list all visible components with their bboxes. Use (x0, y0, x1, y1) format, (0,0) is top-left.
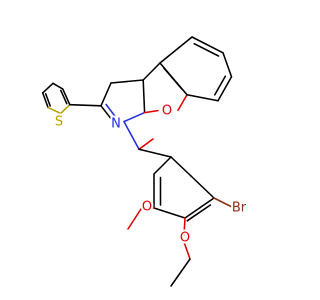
aryl-substituent (127, 148, 233, 287)
aryl-ring-bond (170, 156, 192, 177)
pyrazoline-double-bond (105, 103, 116, 117)
pyrazoline-bond (142, 79, 146, 114)
aryl-ring-bond (184, 197, 215, 219)
benzene-double-bond (193, 42, 220, 57)
oxazine-bond (177, 94, 188, 112)
atom-labels: S O N Br O O (53, 102, 249, 248)
thiophene-bond (41, 82, 54, 94)
bond-thiophene-to-pyrazoline (69, 103, 102, 107)
bromine-label: Br (232, 201, 247, 216)
benzene-bond (186, 94, 219, 102)
thiophene-ring (41, 82, 71, 115)
aryl-ring-bond (190, 175, 215, 199)
aryl-ring-bond (153, 156, 172, 175)
benzene-double-bond (163, 67, 183, 90)
pyrazoline-bond (100, 82, 112, 107)
ethoxy-oxygen-bond (183, 217, 186, 236)
benzene-double-bond (214, 75, 227, 96)
methoxy-bond (127, 208, 142, 230)
benzene-bond (222, 52, 233, 78)
oxazine-bond (143, 109, 159, 114)
ring-fusion-bond (142, 62, 161, 81)
thiophene-bond (62, 88, 71, 106)
bromine-bond (213, 197, 233, 208)
pyrazoline-bond (110, 79, 144, 84)
benzene-bond (159, 36, 193, 64)
methoxy-oxygen-label: O (142, 200, 152, 215)
nitrogen-label: N (111, 117, 121, 132)
thiophene-bond (44, 93, 51, 107)
oxazine-bond (138, 138, 154, 151)
thiophene-bond (47, 106, 62, 115)
aryl-ring-bond (153, 207, 186, 219)
pyrazoline-double-bond (100, 105, 114, 122)
pyrazoline-bond (123, 111, 146, 123)
thiophene-bond (60, 89, 68, 105)
benzene-bond (191, 36, 224, 54)
thiophene-bond (41, 92, 49, 109)
ethoxy-bond (183, 241, 191, 260)
sulfur-label: S (55, 115, 63, 130)
ethyl-bond (170, 258, 191, 287)
aryl-double-bond (186, 204, 212, 222)
ethoxy-oxygen-label: O (180, 231, 190, 246)
thiophene-bond (59, 103, 71, 115)
pyrazoline-and-core-rings (69, 36, 233, 151)
oxazine-bond (123, 120, 140, 151)
aryl-link-bond (138, 148, 172, 158)
benzene-bond (217, 76, 233, 102)
chemical-structure-diagram: S O N Br O O (41, 36, 249, 287)
molecule-canvas: S O N Br O O (41, 36, 249, 287)
thiophene-bond (52, 82, 64, 90)
ring-oxygen-label: O (162, 104, 172, 119)
